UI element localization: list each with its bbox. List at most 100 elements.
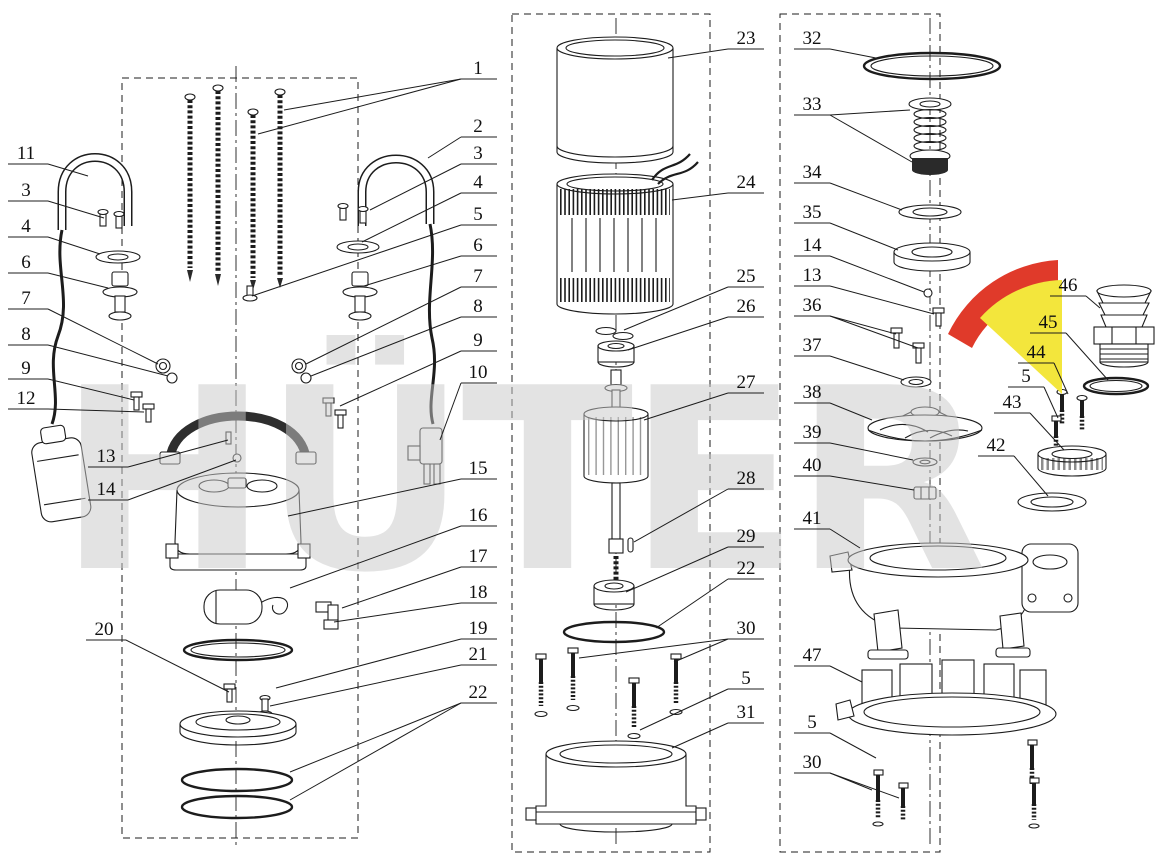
callout-number: 23 [737,28,756,49]
callout-30: 30 [794,752,900,799]
callout-25: 25 [623,266,764,331]
callout-number: 3 [21,180,31,201]
seal-washer-34 [898,204,962,220]
callout-number: 30 [737,618,756,639]
callout-leader [439,382,462,441]
callout-20: 20 [86,619,230,693]
callout-leader [625,546,729,593]
callout-9: 9 [339,330,497,407]
callout-number: 15 [469,458,488,479]
lower-bearing [593,579,635,611]
callout-leader [257,78,462,135]
callout-44: 44 [1018,342,1069,395]
callout-number: 46 [1059,275,1078,296]
callout-6: 6 [363,235,497,287]
washer-37 [900,376,932,388]
callout-leader [639,688,729,731]
callout-18: 18 [333,582,497,623]
callout-number: 5 [807,712,817,733]
callout-leader [1013,455,1049,497]
bolt-13-right [932,307,945,327]
callout-33: 33 [794,94,913,163]
callout-leader [275,638,462,689]
callout-29: 29 [625,526,764,593]
threaded-cap-43 [1037,445,1107,477]
mechanical-seal [908,97,952,175]
callout-5: 5 [639,668,764,731]
washer-39 [912,457,938,467]
callout-leader [829,772,900,799]
motor-shell [556,36,674,164]
cable-plug [407,427,443,485]
callout-leader [289,702,462,773]
callout-leader [1065,332,1109,381]
callout-number: 14 [97,479,117,500]
callout-number: 12 [17,388,36,409]
callout-47: 47 [794,645,863,683]
callout-number: 2 [473,116,483,137]
callout-number: 18 [469,582,488,603]
callout-21: 21 [269,644,497,707]
callout-leader [269,664,462,707]
callout-leader [361,192,462,243]
callout-32: 32 [794,28,877,59]
washers [95,240,380,264]
callout-leader [829,222,899,251]
callout-number: 11 [17,143,35,164]
o-ring-32 [862,51,1002,81]
callout-number: 9 [21,358,31,379]
callout-leader [47,272,109,289]
callout-leader [47,236,101,255]
callout-14: 14 [88,459,237,501]
callout-number: 29 [737,526,756,547]
o-ring-45 [1082,376,1150,396]
o-rings-22-left [180,767,294,820]
callout-number: 20 [95,619,114,640]
callout-number: 28 [737,468,756,489]
callout-leader [623,286,729,331]
callout-layer: 1134678912131420123456789101516171819212… [8,28,1109,801]
callout-number: 37 [803,335,822,356]
callout-number: 3 [473,143,483,164]
callout-40: 40 [794,455,915,491]
bolts-30-middle [535,647,682,728]
pump-chamber [525,740,707,833]
callout-leader [671,192,729,201]
callout-leader [829,285,935,315]
callout-22: 22 [655,558,764,629]
callout-7: 7 [8,288,159,365]
callout-number: 35 [803,202,822,223]
callout-leader [47,308,159,365]
callout-leader [1053,362,1069,395]
callout-leader [633,488,729,543]
callout-number: 26 [737,296,756,317]
callout-19: 19 [275,618,497,689]
pin-washer [242,285,258,302]
callout-leader [289,702,462,801]
callout-number: 4 [473,172,483,193]
callout-number: 40 [803,455,822,476]
callout-number: 21 [469,644,488,665]
callout-leader [427,136,462,159]
bolts-44 [1051,388,1088,448]
callout-36: 36 [794,295,919,349]
callout-number: 41 [803,508,822,529]
callout-number: 17 [469,546,488,567]
middle-assembly-group [525,36,707,833]
callout-26: 26 [627,296,764,351]
small-screws [130,391,347,429]
callout-number: 38 [803,382,822,403]
callout-number: 19 [469,618,488,639]
callout-number: 47 [803,645,822,666]
callout-leader [671,722,729,749]
callout-3: 3 [8,180,105,219]
callout-41: 41 [794,508,861,549]
callout-number: 8 [21,324,31,345]
callout-leader [47,200,105,219]
callout-leader [287,478,462,517]
callout-number: 45 [1039,312,1058,333]
impeller [867,406,983,442]
callout-leader [251,224,462,297]
callout-leader [829,315,897,335]
callout-5: 5 [1008,366,1059,419]
